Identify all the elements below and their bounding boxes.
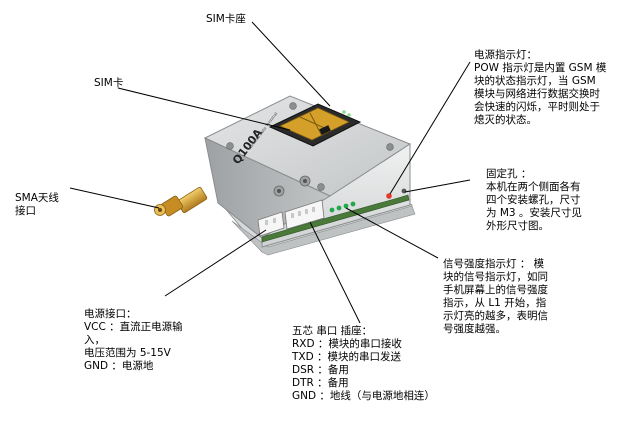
power-port-line-4: GND ：电源地 <box>84 360 154 372</box>
label-sma-line-1: SMA天线 <box>15 192 59 204</box>
serial-port-line-4: DTR ：备用 <box>292 377 349 389</box>
serial-port-line-5: GND ：地线（与电源地相连） <box>292 390 435 402</box>
power-port-line-3: 电压范围为 5-15V <box>84 347 171 359</box>
serial-port-title: 五芯 串口 插座： <box>292 325 373 337</box>
leader-lines <box>69 21 471 324</box>
label-power-led: 电源指示灯： POW 指示灯是内置 GSM 模 块的状态指示灯，当 GSM 模块… <box>474 49 606 127</box>
mount-hole-line-3: 为 M3 。安装尺寸见 <box>486 207 582 219</box>
mount-hole <box>401 188 407 194</box>
signal-led-line-6: 号强度越强。 <box>443 323 506 335</box>
label-sma-antenna: SMA天线 接口 <box>15 192 59 218</box>
signal-led-line-1: 信号强度指示灯 ： 模 <box>443 258 545 270</box>
label-sim-card: SIM卡 <box>94 77 123 90</box>
signal-led-line-3: 手机屏幕上的信号强度 <box>443 284 548 296</box>
power-led <box>386 193 392 199</box>
power-led-title: 电源指示灯： <box>474 49 537 61</box>
signal-led-line-5: 示灯亮的越多，表明信 <box>443 310 548 322</box>
power-port-line-2: 入， <box>84 334 105 346</box>
label-sim-holder-text: SIM卡座 <box>206 13 246 25</box>
mount-hole-line-2: 四个安装螺孔，尺寸 <box>486 194 581 206</box>
serial-port-line-2: TXD ：模块的串口发送 <box>292 351 402 363</box>
power-port-title: 电源接口： <box>84 308 137 320</box>
label-signal-led: 信号强度指示灯 ： 模 块的信号指示灯，如同 手机屏幕上的信号强度 指示，从 L… <box>443 258 548 336</box>
power-led-line-3: 模块与网络进行数据交换时 <box>474 88 600 100</box>
signal-leds <box>329 201 356 213</box>
label-sim-holder: SIM卡座 <box>206 13 246 26</box>
power-led-line-4: 会快速的闪烁，平时则处于 <box>474 101 600 113</box>
label-serial-port: 五芯 串口 插座： RXD ：模块的串口接收 TXD ：模块的串口发送 DSR … <box>292 325 435 403</box>
power-led-line-2: 块的状态指示灯，当 GSM <box>474 75 596 87</box>
serial-port-line-1: RXD ：模块的串口接收 <box>292 338 402 350</box>
signal-led-line-4: 指示，从 L1 开始，指 <box>443 297 547 309</box>
mount-hole-line-4: 外形尺寸图。 <box>486 220 549 232</box>
label-power-port: 电源接口： VCC ：直流正电源输 入， 电压范围为 5-15V GND ：电源… <box>84 308 183 373</box>
serial-port-line-3: DSR ：备用 <box>292 364 349 376</box>
power-port-line-1: VCC ：直流正电源输 <box>84 321 183 333</box>
label-sma-line-2: 接口 <box>15 205 36 217</box>
label-mount-hole: 固定孔 ： 本机在两个侧面各有 四个安装螺孔，尺寸 为 M3 。安装尺寸见 外形… <box>486 168 582 233</box>
label-sim-card-text: SIM卡 <box>94 77 124 89</box>
mount-hole-line-1: 本机在两个侧面各有 <box>486 181 581 193</box>
signal-led-line-2: 块的信号指示灯，如同 <box>443 271 548 283</box>
power-header <box>257 211 285 237</box>
power-led-line-5: 熄灭的状态。 <box>474 114 537 126</box>
power-led-line-1: POW 指示灯是内置 GSM 模 <box>474 62 607 74</box>
pcb-strip <box>261 194 410 243</box>
sma-connector <box>154 187 208 217</box>
mount-hole-title: 固定孔 ： <box>486 168 532 180</box>
